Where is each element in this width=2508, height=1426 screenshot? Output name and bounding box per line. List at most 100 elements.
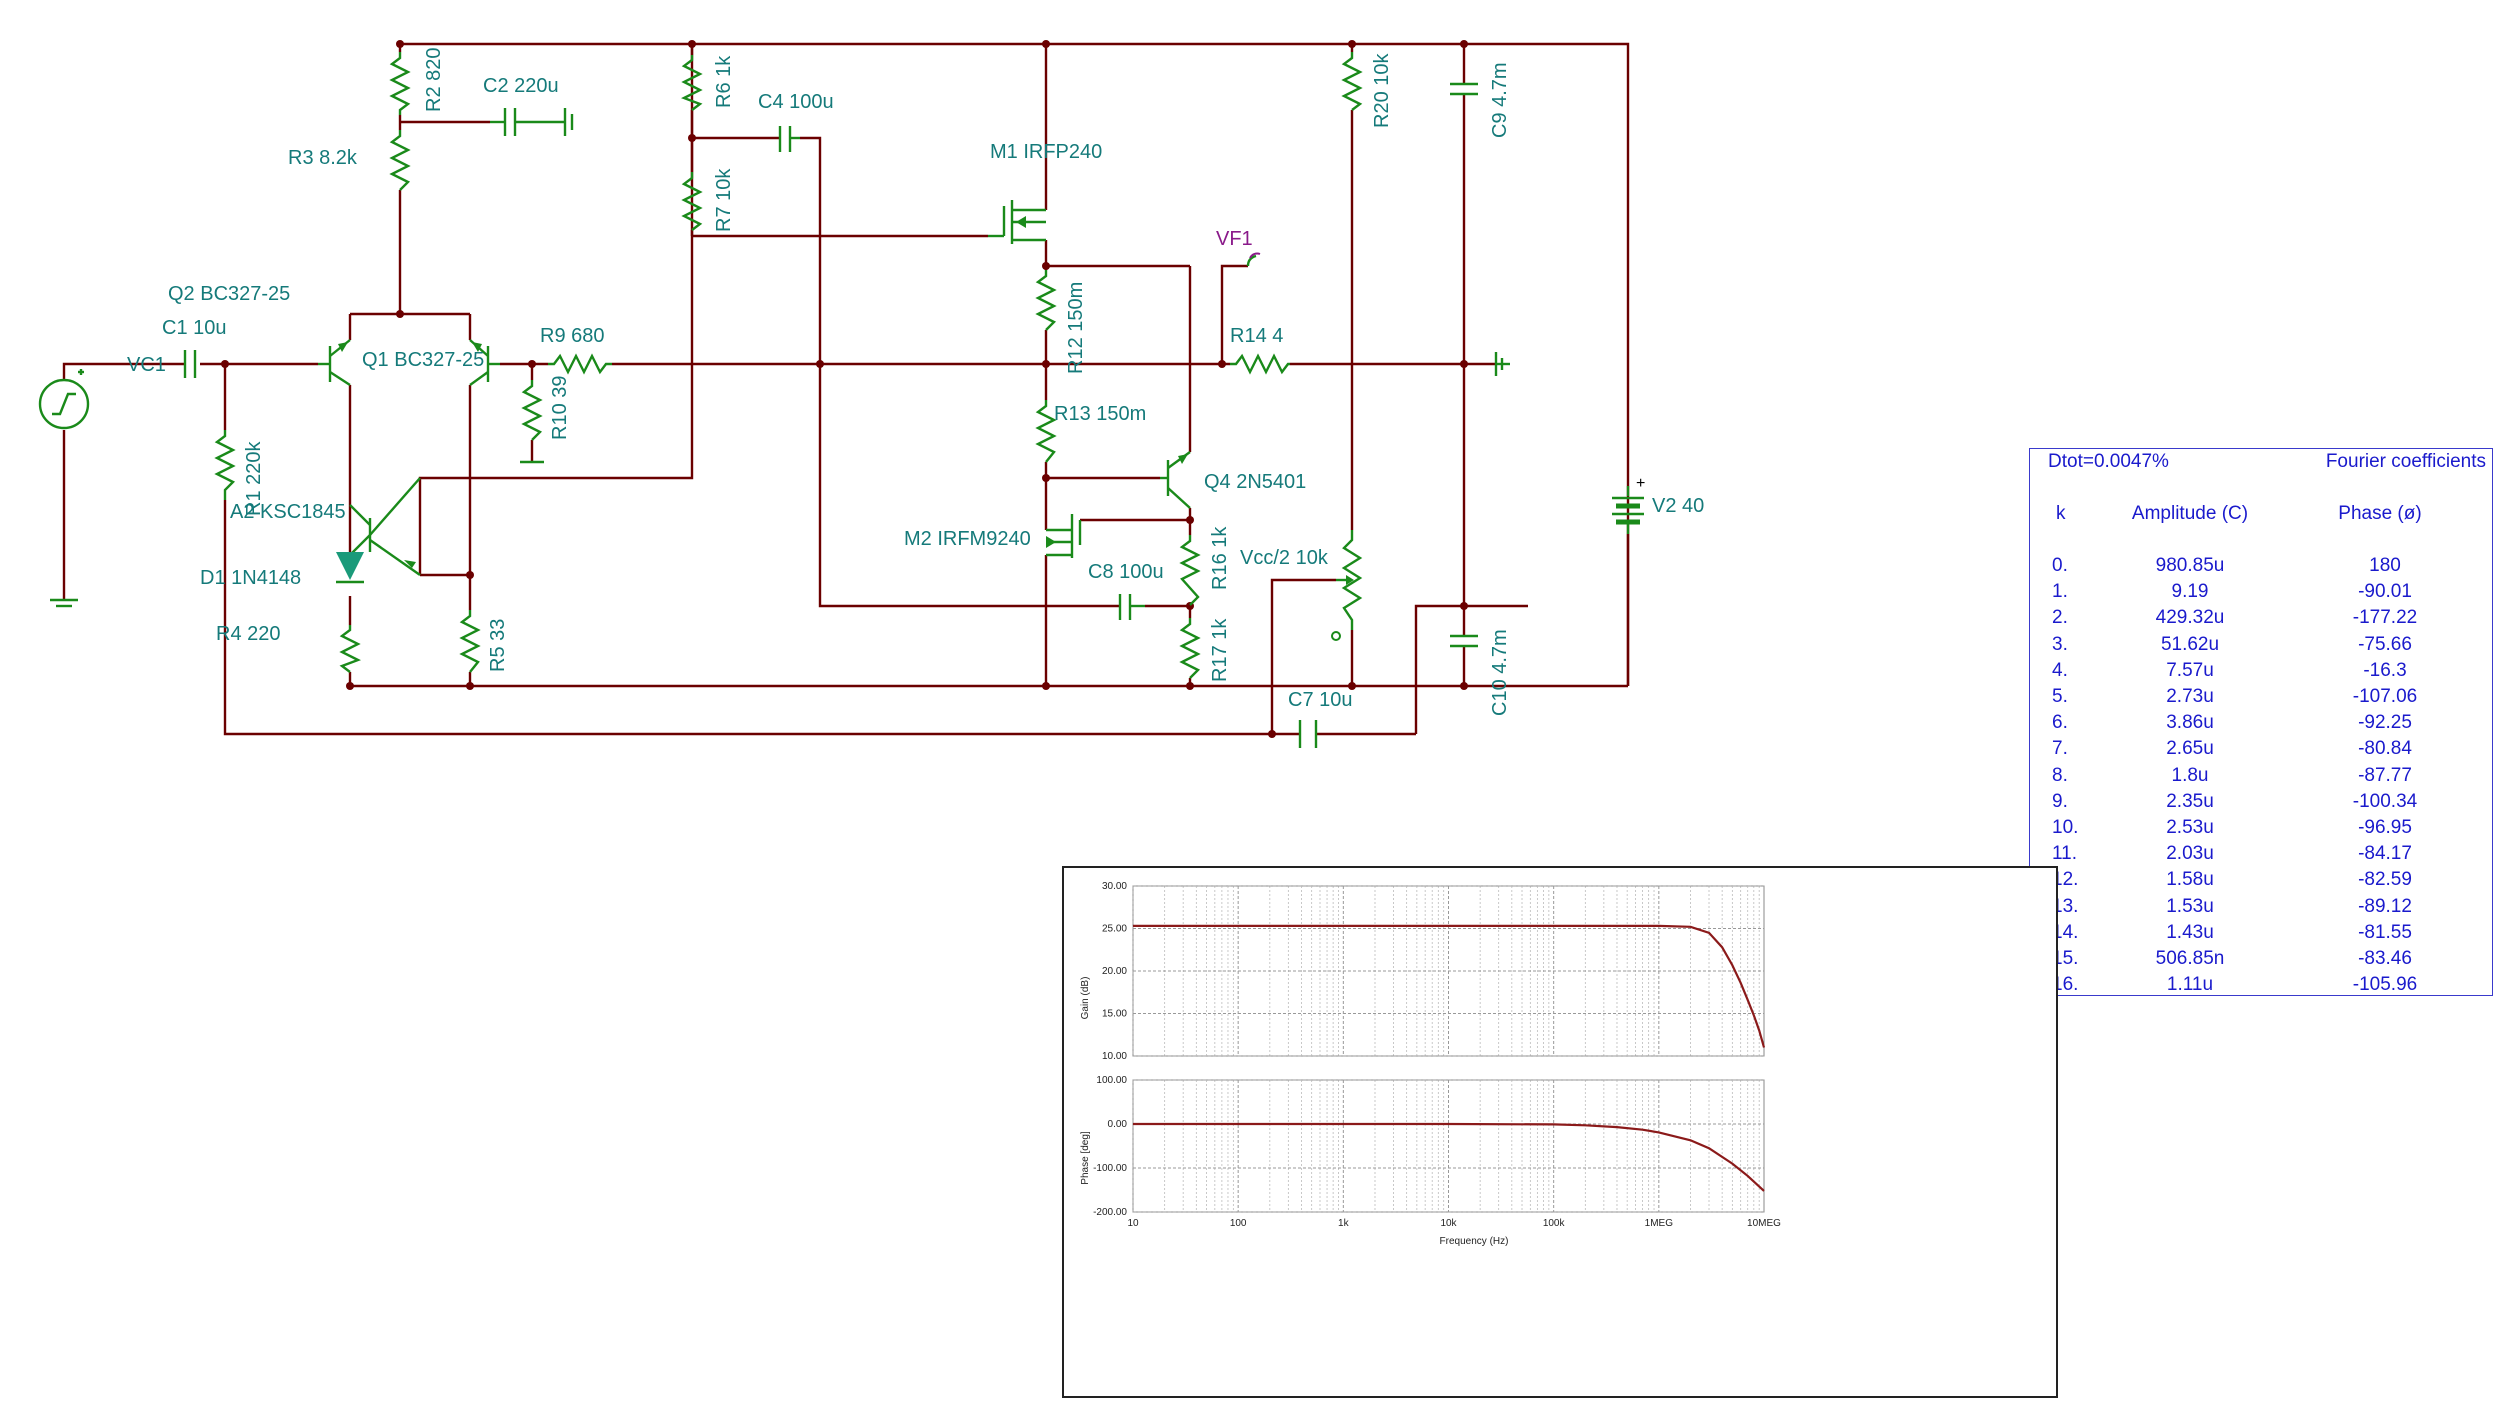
label-v2-plus: +: [1636, 475, 1645, 492]
fourier-coefficients-panel: Dtot=0.0047% Fourier coefficients k Ampl…: [2029, 448, 2493, 996]
fourier-phase: -82.59: [2358, 869, 2412, 891]
resistor-r13: [1035, 400, 1057, 463]
fourier-row: 2.429.32u-177.22: [2030, 607, 2492, 633]
col-header-amplitude: Amplitude (C): [2131, 503, 2249, 524]
fourier-phase: -105.96: [2352, 974, 2418, 996]
fourier-row: 6.3.86u-92.25: [2030, 712, 2492, 738]
x-tick-label: 100: [1230, 1218, 1247, 1229]
label-r2: R2 820: [423, 48, 445, 113]
resistor-r16: [1179, 535, 1201, 606]
label-vf1: VF1: [1216, 228, 1253, 250]
fourier-amp: 2.35u: [2166, 790, 2214, 812]
resistor-r5: [459, 610, 481, 673]
fourier-phase: -92.25: [2358, 712, 2412, 734]
fourier-phase: -83.46: [2358, 948, 2412, 969]
fourier-amp: 1.43u: [2166, 921, 2214, 943]
dtot-readout: Dtot=0.0047%: [2048, 451, 2169, 472]
y-tick-label: 20.00: [1102, 966, 1127, 977]
fourier-phase: -90.01: [2358, 581, 2412, 603]
label-m2: M2 IRFM9240: [904, 528, 1031, 550]
fourier-row: 12. 1.58u -82.59: [2030, 869, 2492, 895]
fourier-row: 10.2.53u-96.95: [2030, 817, 2492, 843]
label-r16: R16 1k: [1209, 526, 1231, 590]
fourier-amp: 980.85u: [2155, 555, 2225, 576]
resistor-r17: [1179, 618, 1201, 679]
y-tick-label: -100.00: [1093, 1163, 1127, 1174]
resistor-r14: [1230, 353, 1290, 375]
wires: [62, 42, 1630, 736]
fourier-amp: 9.19: [2171, 581, 2209, 603]
mosfet-m2: [1046, 514, 1082, 558]
fourier-phase: -80.84: [2358, 738, 2412, 760]
resistor-r1: [214, 430, 236, 500]
fourier-amp: 2.53u: [2166, 817, 2214, 838]
fourier-row: 13.1.53u-89.12: [2030, 896, 2492, 922]
fourier-amp: 2.03u: [2166, 843, 2214, 865]
series-line: [1133, 1122, 1765, 1192]
label-r5: R5 33: [487, 619, 509, 672]
label-r7: R7 10k: [713, 168, 735, 232]
fourier-amp: 2.65u: [2166, 738, 2214, 760]
y-tick-label: 100.00: [1096, 1075, 1127, 1086]
fourier-row: 3.51.62u-75.66: [2030, 634, 2492, 660]
y-tick-label: 0.00: [1108, 1119, 1128, 1130]
potentiometer-vcc2: [1331, 530, 1363, 641]
fourier-row: 5.2.73u-107.06: [2030, 686, 2492, 712]
label-vc1: VC1: [127, 354, 166, 376]
fourier-amp: 1.58u: [2166, 869, 2214, 891]
label-c1: C1 10u: [162, 317, 227, 339]
capacitor-c10: [1450, 634, 1478, 648]
label-q4: Q4 2N5401: [1204, 471, 1306, 493]
label-r4: R4 220: [216, 623, 281, 645]
fourier-amp: 2.73u: [2166, 686, 2214, 707]
label-q2: Q2 BC327-25: [168, 283, 290, 305]
fourier-phase: -89.12: [2358, 895, 2412, 917]
label-v2: V2 40: [1652, 495, 1704, 517]
capacitor-c8: [1118, 594, 1145, 620]
fourier-row: 9.2.35u-100.34: [2030, 791, 2492, 817]
fourier-k: 11.: [2052, 843, 2078, 865]
mosfet-m1: [988, 200, 1046, 244]
resistor-r20: [1341, 52, 1363, 111]
fourier-row: 14.1.43u-81.55: [2030, 922, 2492, 948]
fourier-k: 8.: [2052, 764, 2068, 786]
fourier-amp: 7.57u: [2166, 659, 2214, 681]
fourier-amp: 1.8u: [2171, 764, 2209, 786]
fourier-k: 3.: [2052, 633, 2068, 655]
fourier-phase: -107.06: [2352, 686, 2418, 707]
resistor-r12: [1035, 270, 1057, 331]
label-r14: R14 4: [1230, 325, 1283, 347]
capacitor-c9: [1450, 82, 1478, 96]
fourier-amp: 51.62u: [2160, 633, 2220, 655]
signal-source-icon: [38, 369, 90, 430]
fourier-k: 15.: [2052, 948, 2079, 969]
components: [38, 52, 1644, 748]
x-tick-label: 100k: [1543, 1218, 1566, 1229]
ground-icon: [50, 352, 1510, 608]
resistor-r2: [389, 52, 411, 115]
col-header-k: k: [2056, 503, 2066, 524]
y-tick-label: -200.00: [1093, 1207, 1127, 1218]
fourier-row: 11.2.03u-84.17: [2030, 843, 2492, 869]
label-m1: M1 IRFP240: [990, 141, 1102, 163]
label-vcc2: Vcc/2 10k: [1240, 547, 1329, 569]
fourier-k: 10.: [2052, 817, 2079, 838]
fourier-k: 12.: [2052, 869, 2079, 891]
fourier-k: 16.: [2052, 974, 2079, 996]
label-r9: R9 680: [540, 325, 605, 347]
x-tick-label: 1k: [1338, 1218, 1350, 1229]
capacitor-c1: [183, 350, 197, 378]
junction-dots: [221, 40, 1468, 738]
transistor-q1: [469, 339, 500, 386]
fourier-amp: 3.86u: [2166, 712, 2214, 734]
resistor-r9: [548, 353, 612, 375]
diode-d1: [336, 552, 364, 584]
battery-v2: [1612, 486, 1644, 534]
fourier-phase: -100.34: [2352, 790, 2418, 812]
label-r6: R6 1k: [713, 55, 735, 108]
resistor-r10: [521, 380, 543, 441]
fourier-k: 4.: [2052, 659, 2068, 681]
